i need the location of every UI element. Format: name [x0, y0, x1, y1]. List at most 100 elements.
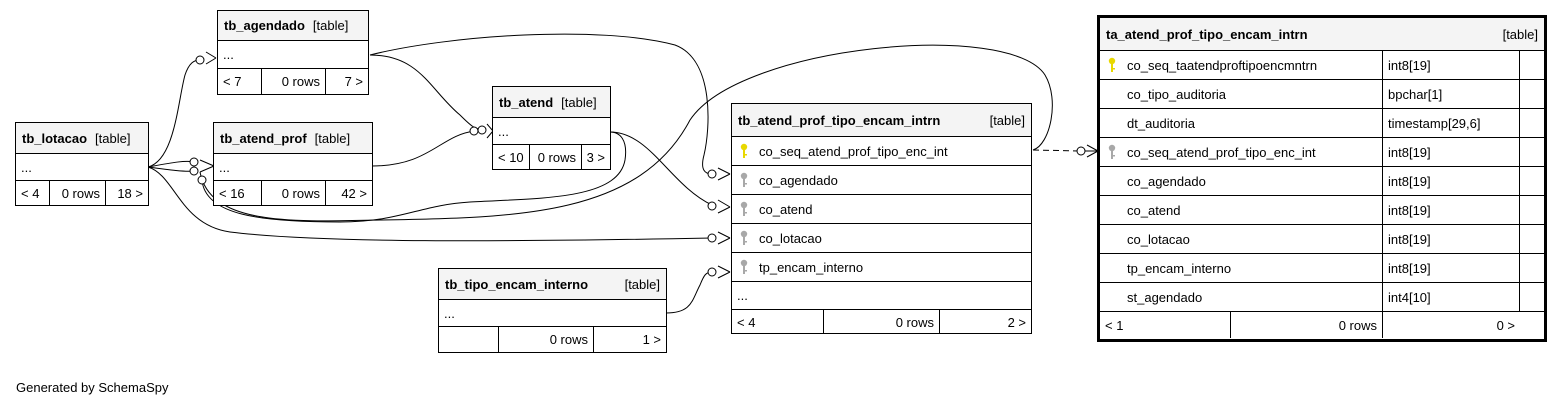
- ellipsis: ...: [498, 123, 509, 139]
- table-tb-atend-prof-tipo-encam-intrn[interactable]: tb_atend_prof_tipo_encam_intrn [table] c…: [731, 103, 1032, 334]
- row-count: 0 rows: [262, 69, 326, 94]
- column-row[interactable]: co_seq_taatendproftipoencmntrn int8[19]: [1100, 51, 1544, 80]
- table-ta-atend-prof-tipo-encam-intrn[interactable]: ta_atend_prof_tipo_encam_intrn [table] c…: [1097, 15, 1547, 342]
- table-tb-atend-prof[interactable]: tb_atend_prof[table] ... < 16 0 rows 42 …: [213, 122, 373, 206]
- column-name: co_seq_atend_prof_tipo_enc_int: [759, 143, 948, 159]
- column-name: co_lotacao: [1127, 231, 1190, 247]
- table-tag: [table]: [312, 18, 349, 33]
- column-name: tp_encam_interno: [759, 259, 864, 275]
- column-row[interactable]: co_seq_atend_prof_tipo_enc_int: [732, 137, 1031, 166]
- column-name: co_agendado: [759, 172, 838, 188]
- children-count[interactable]: 0 >: [1496, 317, 1515, 333]
- parents-count[interactable]: [439, 327, 499, 352]
- children-count[interactable]: 1 >: [642, 332, 661, 347]
- column-row[interactable]: co_tipo_auditoria bpchar[1]: [1100, 80, 1544, 109]
- table-tag: [table]: [561, 94, 597, 110]
- table-tb-tipo-encam-interno[interactable]: tb_tipo_encam_interno [table] ... 0 rows…: [438, 268, 667, 353]
- parents-count[interactable]: < 4: [16, 181, 50, 205]
- row-count: 0 rows: [50, 181, 106, 205]
- edge-end-circle: [189, 157, 199, 167]
- edge-end-circle: [707, 267, 717, 277]
- column-row[interactable]: co_atend: [732, 195, 1031, 224]
- column-type: int4[10]: [1383, 283, 1520, 311]
- table-name: ta_atend_prof_tipo_encam_intrn: [1106, 26, 1308, 42]
- fk-key-icon: [737, 230, 751, 246]
- children-count[interactable]: 18 >: [117, 185, 143, 201]
- column-name: co_atend: [1127, 202, 1181, 218]
- column-type: int8[19]: [1383, 138, 1520, 166]
- fk-key-icon: [737, 201, 751, 217]
- column-row[interactable]: co_agendado int8[19]: [1100, 167, 1544, 196]
- edge-atend-main: [609, 131, 713, 206]
- row-count: 0 rows: [824, 310, 940, 334]
- edge-end-circle: [477, 125, 487, 135]
- column-row[interactable]: co_atend int8[19]: [1100, 196, 1544, 225]
- children-count[interactable]: 2 >: [1007, 314, 1026, 330]
- parents-count[interactable]: < 10: [493, 145, 530, 169]
- crowfoot: [717, 167, 731, 181]
- ellipsis: ...: [21, 159, 32, 175]
- fk-key-icon: [737, 172, 751, 188]
- parents-count[interactable]: < 16: [214, 181, 262, 205]
- column-row[interactable]: co_lotacao int8[19]: [1100, 225, 1544, 254]
- column-name: co_lotacao: [759, 230, 822, 246]
- children-count[interactable]: 7 >: [344, 74, 363, 89]
- table-tb-agendado[interactable]: tb_agendado [table] ... < 7 0 rows 7 >: [217, 10, 369, 95]
- edge-lotacao-main: [147, 166, 713, 242]
- row-count: 0 rows: [262, 181, 326, 205]
- crowfoot: [205, 51, 217, 65]
- parents-count[interactable]: < 7: [218, 69, 262, 94]
- table-name: tb_tipo_encam_interno: [445, 276, 589, 292]
- crowfoot: [1086, 144, 1099, 158]
- column-type: int8[19]: [1383, 167, 1520, 195]
- column-name: co_agendado: [1127, 173, 1206, 189]
- pk-key-icon: [1105, 57, 1119, 73]
- edge-atendprof-atend: [371, 130, 476, 167]
- parents-count[interactable]: < 4: [732, 310, 824, 334]
- column-type: bpchar[1]: [1383, 80, 1520, 108]
- column-type: int8[19]: [1383, 196, 1520, 224]
- parents-count[interactable]: < 1: [1100, 312, 1231, 338]
- edge-lotacao-agendado: [147, 59, 201, 168]
- table-tb-lotacao[interactable]: tb_lotacao[table] ... < 4 0 rows 18 >: [15, 122, 149, 206]
- table-tag: [table]: [989, 112, 1025, 128]
- column-type: timestamp[29,6]: [1383, 109, 1520, 137]
- generated-by-label: Generated by SchemaSpy: [16, 380, 169, 395]
- column-name: co_seq_taatendproftipoencmntrn: [1127, 57, 1318, 73]
- column-row[interactable]: tp_encam_interno: [732, 253, 1031, 282]
- edge-tipo-main: [665, 271, 713, 314]
- crowfoot: [717, 231, 731, 245]
- column-row[interactable]: co_agendado: [732, 166, 1031, 195]
- edge-atendprof-main-loop: [199, 44, 1053, 222]
- column-type: int8[19]: [1383, 51, 1520, 79]
- ellipsis: ...: [223, 47, 234, 62]
- crowfoot: [717, 199, 731, 214]
- column-row[interactable]: co_lotacao: [732, 224, 1031, 253]
- table-name: tb_atend_prof: [220, 130, 307, 146]
- children-count[interactable]: 3 >: [586, 149, 605, 165]
- edge-end-circle: [189, 166, 199, 176]
- column-name: co_tipo_auditoria: [1127, 86, 1227, 102]
- row-count: 0 rows: [499, 327, 594, 352]
- edge-end-circle: [707, 169, 717, 179]
- edge-main-audit: [1032, 149, 1081, 152]
- table-tag: [table]: [314, 130, 351, 146]
- edge-end-circle: [195, 55, 205, 65]
- edge-end-circle: [469, 126, 479, 136]
- column-name: tp_encam_interno: [1127, 260, 1232, 276]
- table-name: tb_agendado: [224, 18, 305, 33]
- crowfoot: [717, 265, 731, 279]
- edge-atendprof-main: [201, 131, 627, 223]
- row-count: 0 rows: [1231, 312, 1383, 338]
- column-type: int8[19]: [1383, 225, 1520, 253]
- table-tb-atend[interactable]: tb_atend[table] ... < 10 0 rows 3 >: [492, 86, 611, 170]
- children-count[interactable]: 42 >: [341, 185, 367, 201]
- pk-key-icon: [737, 143, 751, 159]
- table-name: tb_lotacao: [22, 130, 88, 146]
- fk-key-icon: [737, 259, 751, 275]
